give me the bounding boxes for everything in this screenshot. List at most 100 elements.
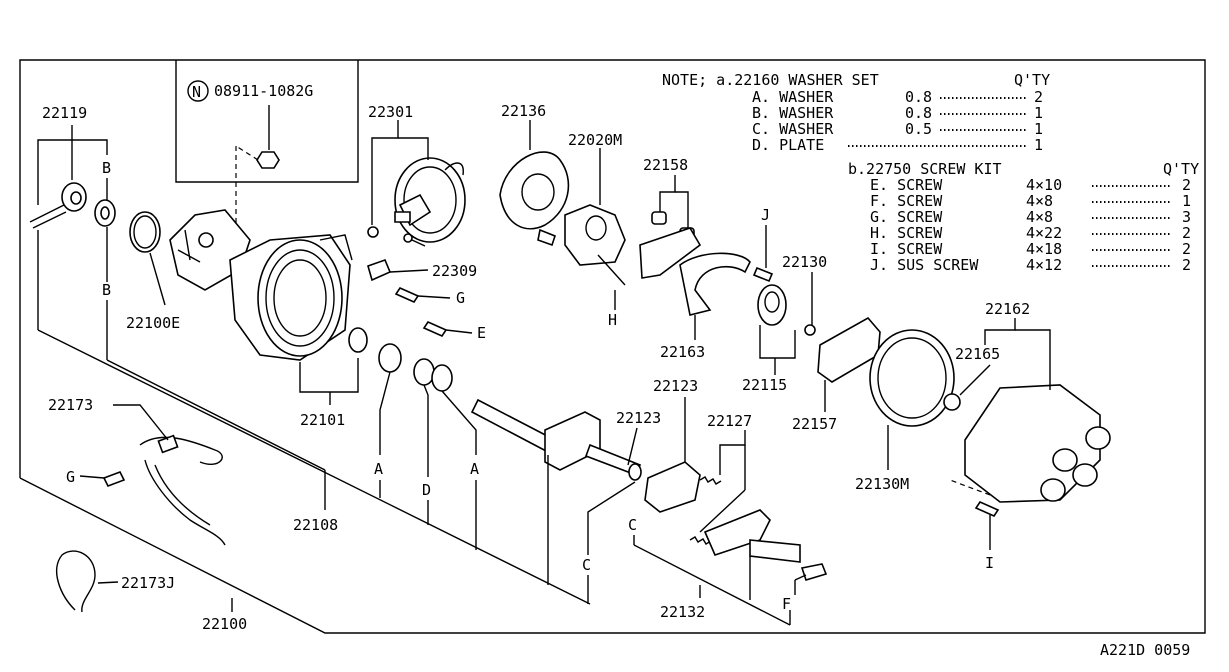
label-e: E — [477, 324, 486, 342]
note-b-item-name: F. SCREW — [870, 192, 943, 210]
vacuum-controller-part — [394, 157, 466, 247]
label-22020m: 22020M — [568, 131, 622, 149]
note-table: NOTE; a.22160 WASHER SET Q'TY A. WASHER … — [662, 71, 1199, 274]
note-a-item-name: B. WASHER — [752, 104, 834, 122]
screw-g-part — [102, 470, 126, 488]
label-22108: 22108 — [293, 516, 338, 534]
note-a-item-qty: 1 — [1034, 136, 1043, 154]
label-22173j: 22173J — [121, 574, 175, 592]
label-22100e: 22100E — [126, 314, 180, 332]
label-c: C — [628, 516, 637, 534]
nut-part — [256, 151, 280, 169]
label-a: A — [374, 460, 383, 478]
label-i: I — [985, 554, 994, 572]
label-22123: 22123 — [653, 377, 698, 395]
label-22123: 22123 — [616, 409, 661, 427]
note-b-item-name: H. SCREW — [870, 224, 943, 242]
washer-a-part — [431, 364, 453, 392]
washer-c-part — [628, 463, 642, 481]
label-g: G — [66, 468, 75, 486]
wire-part — [56, 550, 96, 613]
note-b-item-size: 4×8 — [1026, 192, 1053, 210]
note-b-item-qty: 3 — [1182, 208, 1191, 226]
note-b-item-qty: 2 — [1182, 256, 1191, 274]
note-b-item-name: J. SUS SCREW — [870, 256, 979, 274]
screw-g-part — [394, 286, 420, 304]
note-a-item-name: D. PLATE — [752, 136, 824, 154]
note-b-item-size: 4×22 — [1026, 224, 1062, 242]
nut-symbol: N — [192, 83, 201, 101]
cap-gasket-part — [869, 329, 955, 427]
washer-part — [348, 327, 368, 353]
spring-part — [689, 536, 712, 545]
nut-code: 08911-1082G — [214, 82, 313, 100]
note-b-item-qty: 1 — [1182, 192, 1191, 210]
diagram-frame — [19, 59, 1206, 634]
label-f: F — [782, 595, 791, 613]
label-22163: 22163 — [660, 343, 705, 361]
label-j: J — [761, 206, 770, 224]
o-ring-part — [129, 211, 161, 253]
label-22132: 22132 — [660, 603, 705, 621]
label-b: B — [102, 281, 111, 299]
pickup-part — [564, 204, 626, 286]
label-22101: 22101 — [300, 411, 345, 429]
note-b-item-qty: 2 — [1182, 176, 1191, 194]
distributor-cap-part — [943, 384, 1111, 503]
breaker-plate-part — [499, 151, 570, 247]
note-a-item-size: 0.8 — [905, 88, 932, 106]
note-b-item-qty: 2 — [1182, 240, 1191, 258]
screw-j-part — [752, 266, 774, 283]
label-22157: 22157 — [792, 415, 837, 433]
note-a-item-size: 0.5 — [905, 120, 932, 138]
label-22119: 22119 — [42, 104, 87, 122]
harness-part — [139, 434, 226, 546]
label-a: A — [470, 460, 479, 478]
cap-screw-part — [943, 393, 961, 411]
note-a-item-qty: 1 — [1034, 104, 1043, 122]
shaft-part — [470, 398, 642, 477]
label-g: G — [456, 289, 465, 307]
label-c: C — [582, 556, 591, 574]
label-22100: 22100 — [202, 615, 247, 633]
screw-f-part — [800, 563, 828, 581]
label-22173: 22173 — [48, 396, 93, 414]
spring-part — [699, 476, 722, 485]
note-b-item-qty: 2 — [1182, 224, 1191, 242]
housing-part — [169, 209, 353, 361]
screw-i-part — [974, 500, 1000, 518]
note-b-item-name: I. SCREW — [870, 240, 943, 258]
bracket-part — [367, 258, 392, 282]
note-a-item-name: A. WASHER — [752, 88, 834, 106]
note-a-item-qty: 2 — [1034, 88, 1043, 106]
leader-lines — [37, 120, 1051, 626]
label-22115: 22115 — [742, 376, 787, 394]
spacer-part — [651, 211, 667, 225]
label-22130: 22130 — [782, 253, 827, 271]
note-b-item-size: 4×18 — [1026, 240, 1062, 258]
plate-d-part — [413, 358, 435, 386]
label-b: B — [102, 159, 111, 177]
rotor-part — [757, 284, 787, 326]
reluctor-part — [679, 252, 751, 316]
label-22162: 22162 — [985, 300, 1030, 318]
note-b-item-size: 4×8 — [1026, 208, 1053, 226]
part-labels: 22119 22301 22136 22020M 22158 J 22130 2… — [42, 102, 1030, 633]
small-rotor-part — [804, 324, 816, 336]
note-a-title: NOTE; a.22160 WASHER SET — [662, 71, 879, 89]
label-22136: 22136 — [501, 102, 546, 120]
screw-part — [367, 226, 379, 238]
label-22301: 22301 — [368, 103, 413, 121]
note-a-item-name: C. WASHER — [752, 120, 834, 138]
note-a-qty-header: Q'TY — [1014, 71, 1050, 89]
label-22130m: 22130M — [855, 475, 909, 493]
label-22158: 22158 — [643, 156, 688, 174]
label-22165: 22165 — [955, 345, 1000, 363]
cam-part — [703, 509, 801, 563]
note-b-item-size: 4×12 — [1026, 256, 1062, 274]
label-22309: 22309 — [432, 262, 477, 280]
washer-a-part — [378, 343, 402, 373]
note-b-item-size: 4×10 — [1026, 176, 1062, 194]
screw-e-part — [422, 320, 448, 338]
